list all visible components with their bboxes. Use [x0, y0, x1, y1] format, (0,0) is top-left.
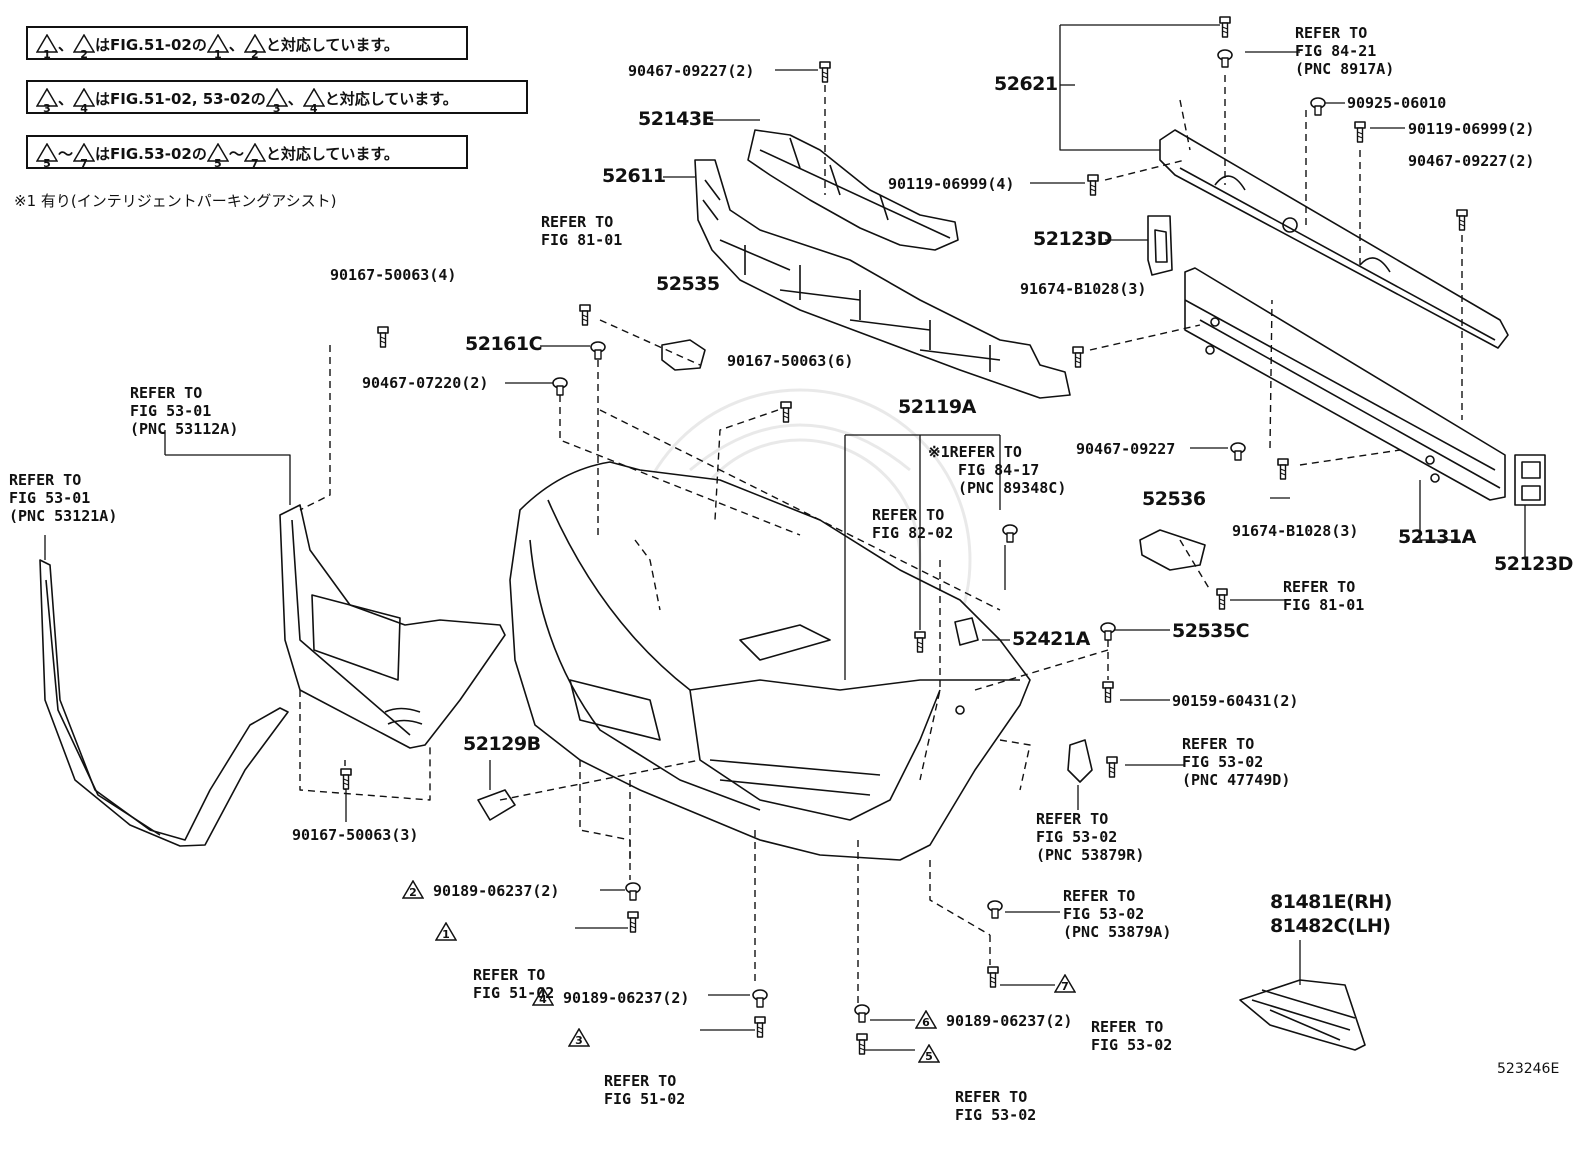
part-52421A-label[interactable]: 52421A	[1012, 628, 1090, 650]
part-52131A-label[interactable]: 52131A	[1398, 526, 1476, 548]
footnote: ※1 有り(インテリジェントパーキングアシスト)	[14, 192, 337, 210]
exploded-view-drawing	[39, 16, 1546, 1055]
fastener-90925-06010[interactable]: 90925-06010	[1347, 94, 1447, 112]
fastener-91674-b1028-3-bot[interactable]: 91674-B1028(3)	[1232, 522, 1359, 540]
part-52536-label[interactable]: 52536	[1142, 488, 1206, 510]
bumper-support-52143E	[747, 129, 959, 251]
part-52123D-lower-label[interactable]: 52123D	[1494, 553, 1573, 575]
part-52611-label[interactable]: 52611	[602, 165, 666, 187]
bumper-cover-52119A	[509, 461, 1031, 861]
part-52123D-upper-label[interactable]: 52123D	[1033, 228, 1112, 250]
cap-52129B	[477, 789, 516, 821]
figure-code: 523246E	[1497, 1061, 1560, 1077]
reinforcement-52131A	[1184, 267, 1506, 501]
fastener-90189-06237-2-mark6[interactable]: 6 90189-06237(2)	[915, 1010, 1072, 1030]
fastener-90467-09227-2-right[interactable]: 90467-09227(2)	[1408, 152, 1535, 170]
bracket-52123D-lower	[1514, 454, 1546, 506]
fastener-90167-50063-3[interactable]: 90167-50063(3)	[292, 826, 419, 844]
part-81482C-label[interactable]: 81482C(LH)	[1270, 915, 1391, 937]
part-52143E-label[interactable]: 52143E	[638, 108, 715, 130]
fastener-90467-07220-2[interactable]: 90467-07220(2)	[362, 374, 489, 392]
bracket-52123D-upper	[1147, 215, 1173, 276]
part-81481E-label[interactable]: 81481E(RH)	[1270, 891, 1392, 913]
assembly-guide-lines	[299, 75, 1463, 1005]
fastener-90159-60431-2[interactable]: 90159-60431(2)	[1172, 692, 1299, 710]
fastener-90189-06237-2-mark4[interactable]: 4 90189-06237(2)	[532, 987, 689, 1007]
bracket-52536	[1139, 529, 1206, 571]
grille-side-molding	[39, 559, 289, 847]
part-52161C-label[interactable]: 52161C	[465, 333, 543, 355]
part-52535-label[interactable]: 52535	[656, 273, 720, 295]
fastener-91674-b1028-3-top[interactable]: 91674-B1028(3)	[1020, 280, 1147, 298]
fastener-90167-50063-6[interactable]: 90167-50063(6)	[727, 352, 854, 370]
ipa-mark: ※1	[928, 443, 950, 461]
energy-absorber-52611	[694, 159, 1071, 399]
part-52129B-label[interactable]: 52129B	[463, 733, 541, 755]
bracket-52535	[661, 339, 706, 371]
fog-lamp-cover-81481E	[1239, 979, 1366, 1051]
part-52621-label[interactable]: 52621	[994, 73, 1058, 95]
bumper-arm-52621	[1159, 129, 1509, 349]
fastener-90167-50063-4[interactable]: 90167-50063(4)	[330, 266, 457, 284]
fastener-90467-09227[interactable]: 90467-09227	[1076, 440, 1176, 458]
fastener-90189-06237-2-mark2[interactable]: 2 90189-06237(2)	[402, 880, 559, 900]
fastener-90119-06999-2[interactable]: 90119-06999(2)	[1408, 120, 1535, 138]
grille-frame	[279, 504, 506, 749]
cover-52421A	[954, 617, 979, 646]
part-52535C-label[interactable]: 52535C	[1172, 620, 1250, 642]
fastener-90467-09227-2-top[interactable]: 90467-09227(2)	[628, 62, 755, 80]
part-52119A-label[interactable]: 52119A	[898, 396, 976, 418]
fastener-90119-06999-4[interactable]: 90119-06999(4)	[888, 175, 1015, 193]
side-bracket-right	[1067, 739, 1093, 783]
